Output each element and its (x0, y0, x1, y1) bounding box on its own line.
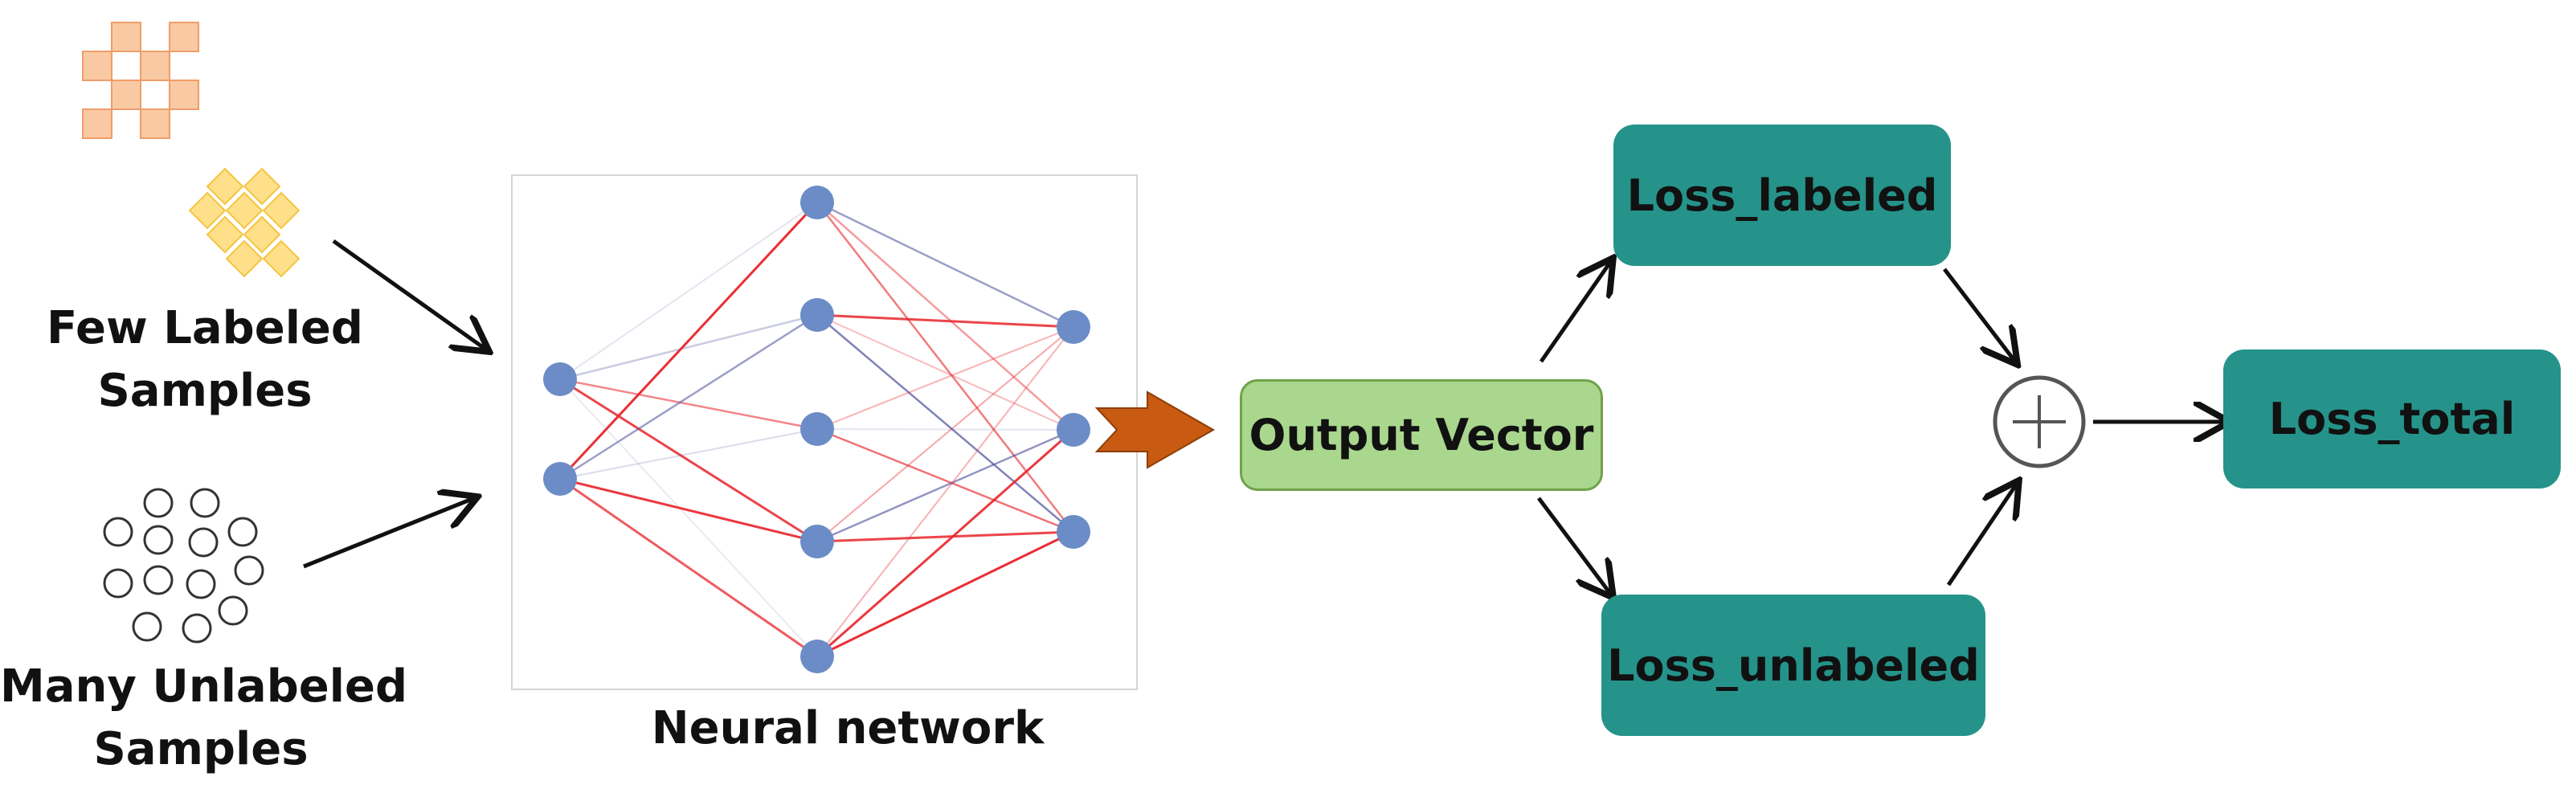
arrow-loss-unlabeled-to-plus (1946, 484, 2017, 587)
yellow-diamond (206, 167, 244, 206)
network-edge (816, 427, 1074, 533)
unlabeled-circle (103, 568, 133, 599)
network-node (800, 298, 834, 332)
network-edge (558, 201, 819, 480)
unlabeled-circle (132, 611, 162, 642)
labeled-samples-line2: Samples (97, 365, 313, 417)
unlabeled-circle (190, 488, 220, 518)
network-edge (816, 428, 1074, 543)
network-edge (559, 378, 818, 543)
network-edge (816, 428, 1074, 431)
network-edge (816, 313, 1074, 329)
network-edge (559, 378, 818, 657)
arrow-output-to-loss-labeled (1539, 261, 1611, 363)
unlabeled-samples-label: Many Unlabeled Samples (0, 656, 408, 781)
loss-total-node: Loss_total (2223, 349, 2561, 488)
network-nodes (543, 186, 1090, 673)
network-edge (816, 530, 1074, 543)
plus-circle-icon (1993, 375, 2086, 468)
unlabeled-circle (103, 517, 133, 547)
network-node (1057, 515, 1090, 549)
network-caption: Neural network (651, 702, 1045, 754)
unlabeled-circles-icon (103, 488, 264, 644)
loss-labeled-node: Loss_labeled (1613, 125, 1951, 266)
network-node (543, 362, 577, 396)
orange-square (111, 80, 141, 110)
orange-square (82, 51, 112, 81)
yellow-diamond (262, 191, 301, 230)
network-edge (559, 378, 818, 431)
network-node (1057, 310, 1090, 344)
arrow-loss-labeled-to-plus (1943, 268, 2015, 362)
network-edge (816, 326, 1074, 657)
orange-square (169, 80, 199, 110)
arrow-output-to-loss-unlabeled (1537, 497, 1611, 595)
arrow-unlabeled-to-network (303, 498, 474, 569)
network-edge (559, 477, 818, 543)
unlabeled-circle (227, 517, 258, 547)
unlabeled-samples-line1: Many Unlabeled (0, 660, 408, 713)
labeled-squares-icon (82, 22, 199, 139)
yellow-diamond (243, 167, 281, 206)
big-arrow-icon (1094, 390, 1216, 469)
unlabeled-circle (234, 555, 264, 586)
unlabeled-circle (182, 613, 212, 644)
labeled-diamonds-icon (188, 167, 301, 278)
unlabeled-samples-line2: Samples (93, 723, 309, 775)
labeled-samples-line1: Few Labeled (47, 302, 363, 354)
yellow-diamond (262, 239, 301, 278)
network-edge (816, 530, 1074, 658)
arrow-labeled-to-network (332, 239, 486, 349)
orange-square (111, 22, 141, 52)
network-edge (559, 428, 818, 480)
network-edge (816, 326, 1074, 542)
network-edge (559, 477, 818, 658)
yellow-diamond (188, 191, 227, 230)
yellow-diamond (225, 239, 264, 278)
unlabeled-circle (218, 595, 248, 626)
network-node (800, 525, 834, 558)
orange-square (169, 22, 199, 52)
yellow-diamond (243, 215, 281, 254)
network-edge (816, 326, 1074, 430)
network-edge (816, 314, 1074, 431)
network-edge (816, 202, 1074, 431)
network-node (1057, 413, 1090, 447)
yellow-diamond (206, 215, 244, 254)
network-edge (816, 201, 1074, 329)
unlabeled-circle (188, 527, 219, 558)
network-edges (558, 201, 1074, 658)
unlabeled-circle (143, 565, 174, 595)
unlabeled-circle (143, 488, 174, 518)
orange-square (140, 108, 170, 139)
labeled-samples-label: Few Labeled Samples (40, 297, 370, 423)
output-vector-node: Output Vector (1240, 379, 1603, 491)
orange-square (140, 51, 170, 81)
network-node (800, 412, 834, 446)
yellow-diamond (225, 191, 264, 230)
loss-unlabeled-node: Loss_unlabeled (1601, 595, 1985, 736)
network-node (543, 462, 577, 496)
network-edge (816, 314, 1074, 533)
network-edge (559, 313, 818, 381)
network-edge (559, 313, 818, 480)
network-node (800, 640, 834, 673)
network-edge (816, 202, 1074, 533)
network-node (800, 186, 834, 219)
network-edge (816, 428, 1074, 658)
unlabeled-circle (186, 569, 216, 599)
orange-square (82, 108, 112, 139)
network-edge (559, 202, 818, 380)
unlabeled-circle (143, 525, 174, 555)
